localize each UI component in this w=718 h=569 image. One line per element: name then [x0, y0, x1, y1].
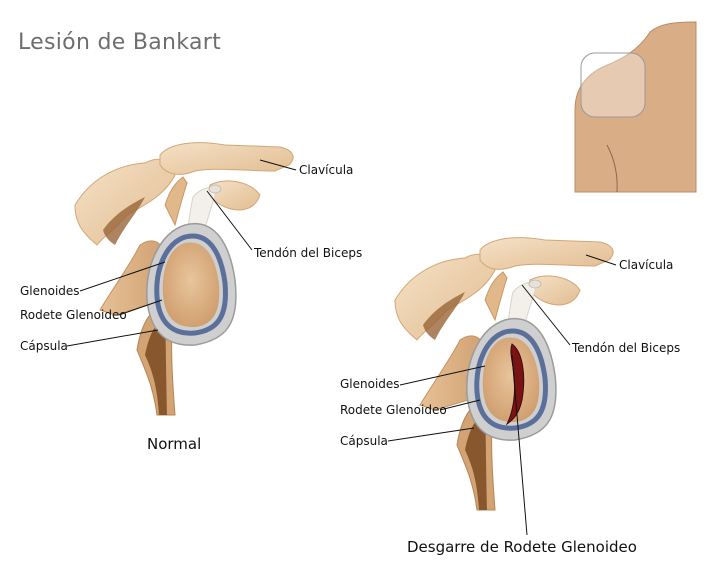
label-clavicula-normal: Clavícula [299, 163, 354, 177]
lesion-shoulder-illustration [395, 238, 613, 510]
label-clavicula-lesion: Clavícula [619, 258, 674, 272]
page-title: Lesión de Bankart [18, 30, 221, 55]
label-capsula-normal: Cápsula [20, 339, 68, 353]
normal-shoulder-illustration [75, 143, 293, 415]
label-tendon-normal: Tendón del Biceps [254, 246, 363, 260]
label-rodete-normal: Rodete Glenoideo [20, 308, 127, 322]
label-tendon-lesion: Tendón del Biceps [572, 341, 681, 355]
caption-lesion: Desgarre de Rodete Glenoideo [407, 538, 637, 556]
label-rodete-lesion: Rodete Glenoideo [340, 403, 447, 417]
label-glenoides-normal: Glenoides [20, 284, 80, 298]
caption-normal: Normal [147, 435, 202, 453]
lesion-leader-lines [387, 254, 617, 536]
label-glenoides-lesion: Glenoides [340, 377, 400, 391]
body-silhouette [574, 21, 697, 193]
normal-leader-lines [66, 159, 297, 347]
zoom-region-marker [580, 52, 646, 118]
label-capsula-lesion: Cápsula [340, 434, 388, 448]
